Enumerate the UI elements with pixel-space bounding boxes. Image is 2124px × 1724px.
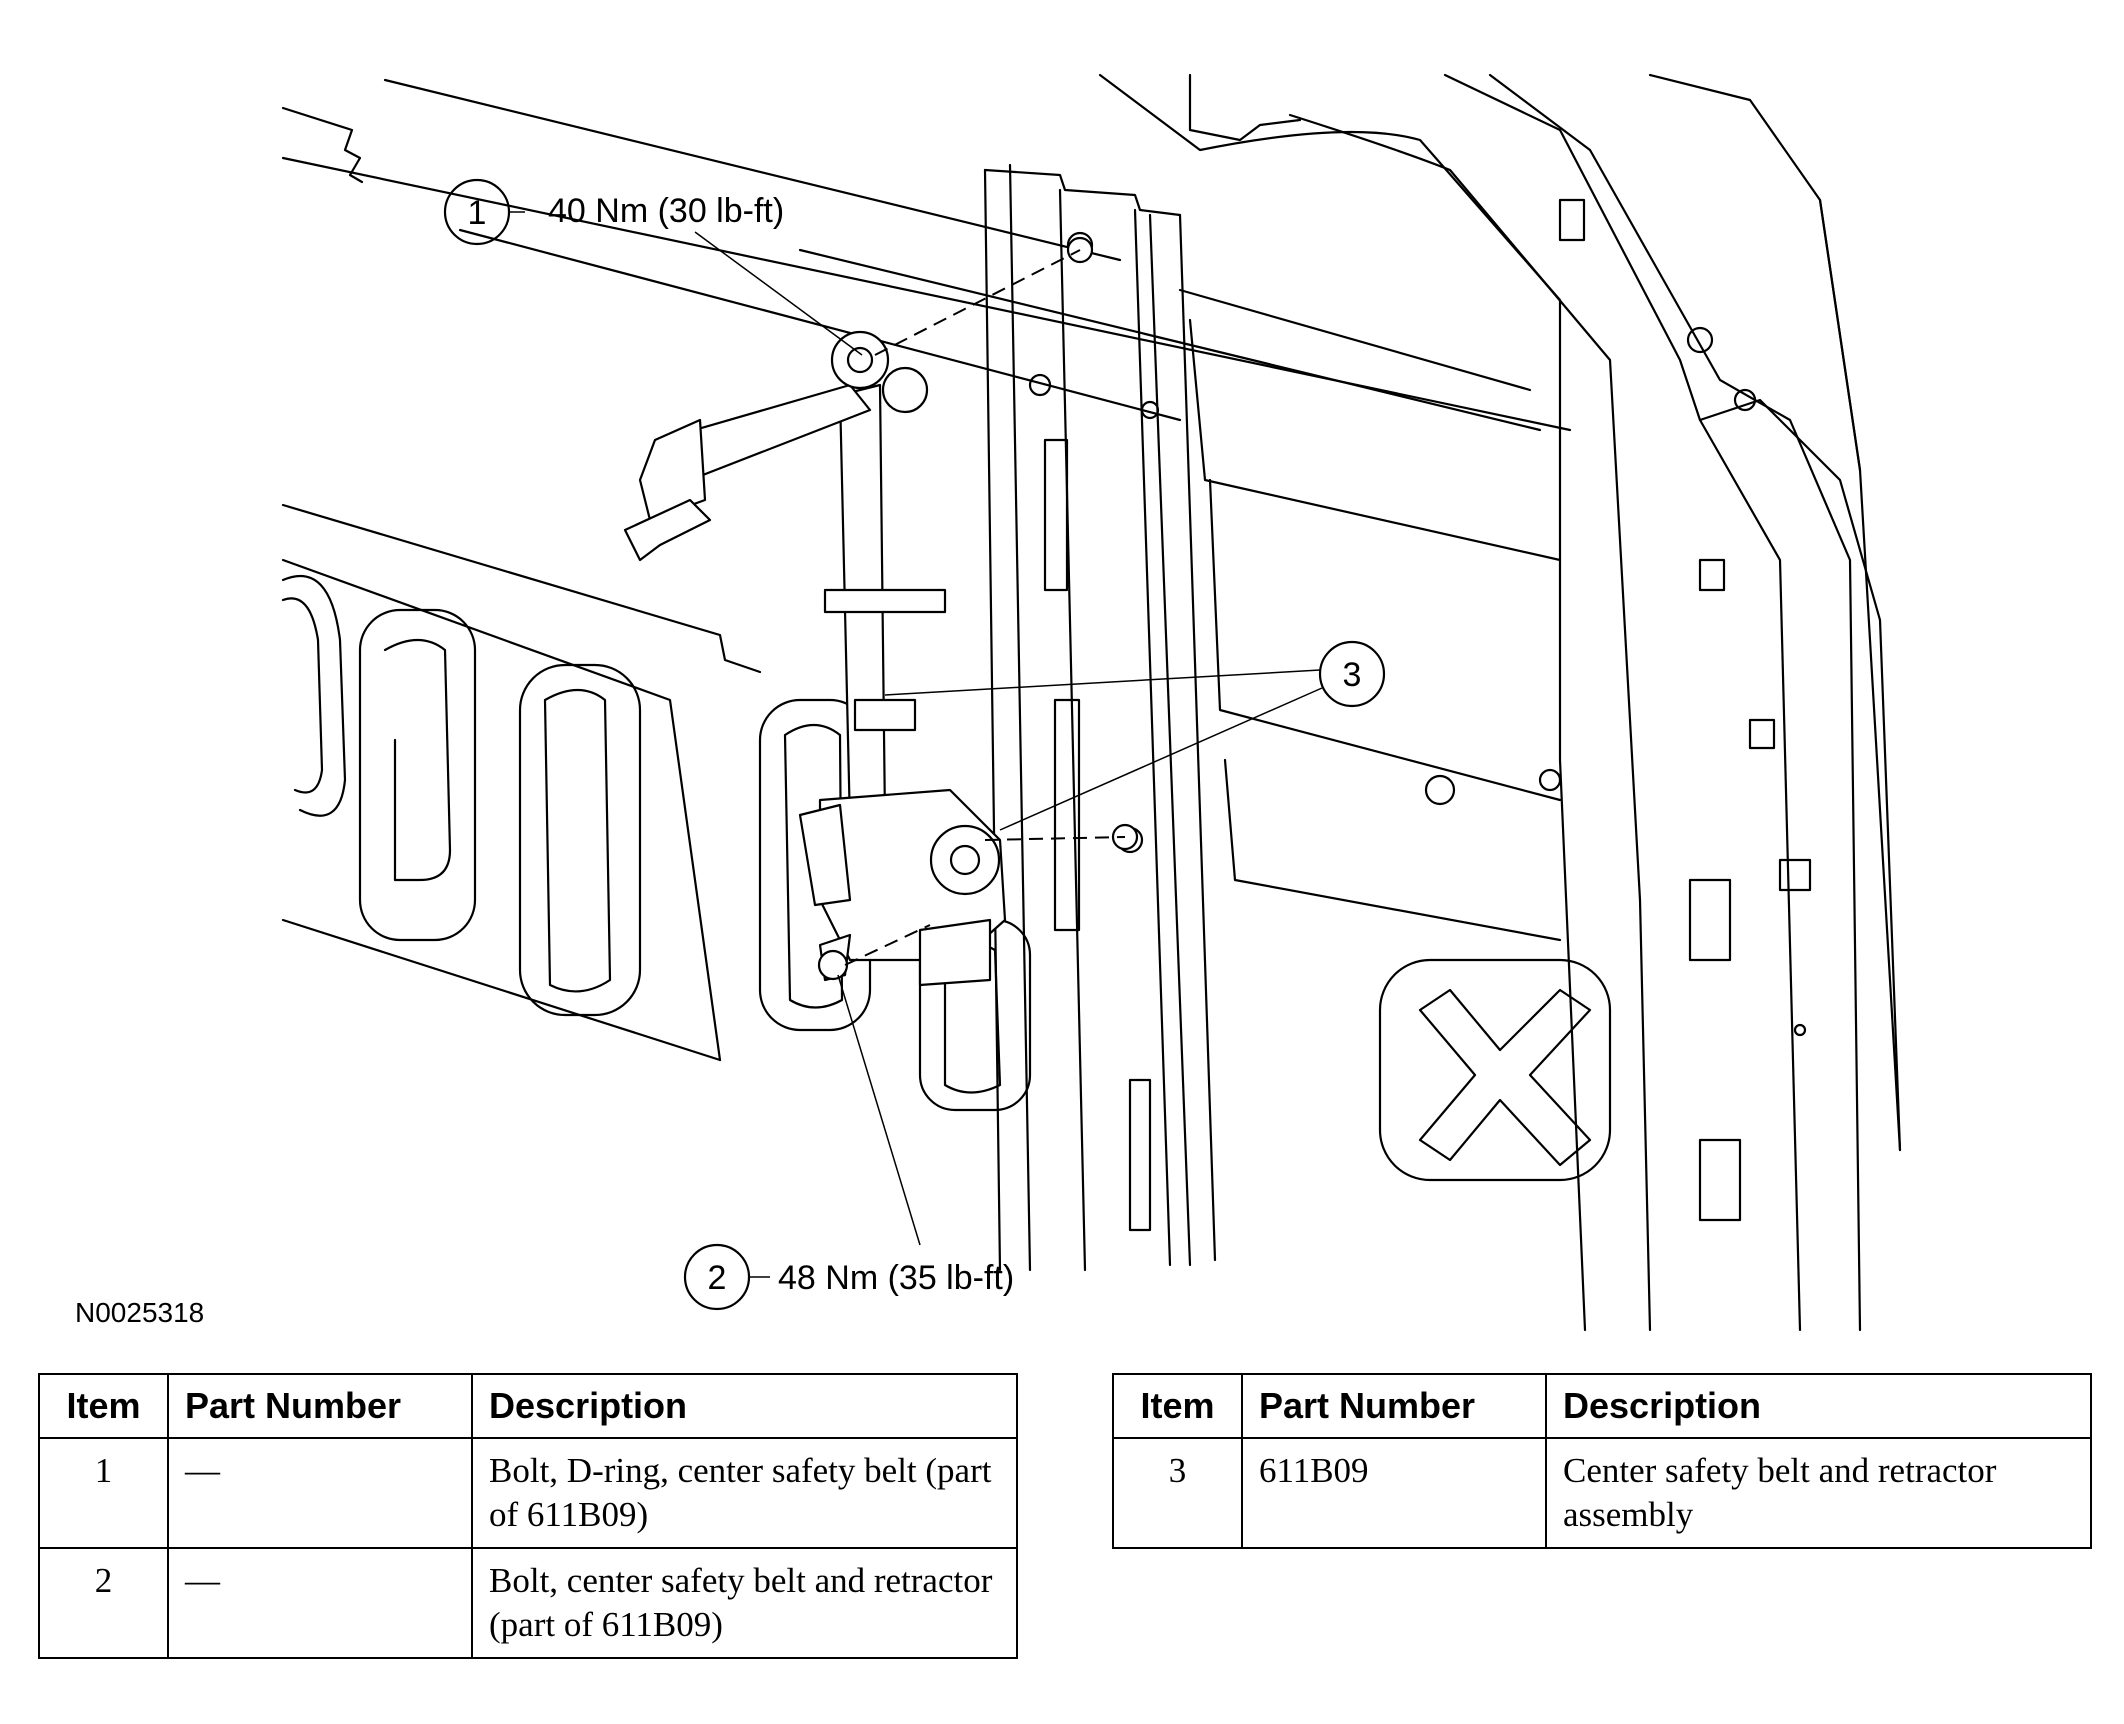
table-header-row: Item Part Number Description <box>1112 1373 2092 1439</box>
pillar-channel <box>983 163 1217 1272</box>
header-description: Description <box>1545 1373 2092 1439</box>
header-item: Item <box>38 1373 169 1439</box>
alignment-lines <box>844 249 1126 966</box>
callout-1-number: 1 <box>468 194 487 232</box>
parts-table-left: Item Part Number Description 1 — Bolt, D… <box>38 1373 1018 1659</box>
seat-belt-assembly <box>623 236 1139 987</box>
cell-description: Bolt, D-ring, center safety belt (part o… <box>471 1437 1018 1549</box>
cell-part-number: 611B09 <box>1241 1437 1547 1549</box>
callout-3: 3 <box>884 640 1386 831</box>
callout-1: 1 40 Nm (30 lb-ft) <box>443 178 863 356</box>
cell-item: 3 <box>1112 1437 1243 1549</box>
table-row: 3 611B09 Center safety belt and retracto… <box>1112 1437 2092 1549</box>
cab-back-panel <box>281 78 1572 942</box>
figure-id: N0025318 <box>75 1297 204 1328</box>
x-brace <box>1378 958 1612 1182</box>
cell-description: Bolt, center safety belt and retractor (… <box>471 1547 1018 1659</box>
callout-2-torque: 48 Nm (35 lb-ft) <box>778 1259 1014 1297</box>
door-frame <box>1098 73 1902 1332</box>
header-description: Description <box>471 1373 1018 1439</box>
seat-belt-installation-diagram: 1 40 Nm (30 lb-ft) 2 48 Nm (35 lb-ft) 3 … <box>75 73 1902 1332</box>
cell-description: Center safety belt and retractor assembl… <box>1545 1437 2092 1549</box>
parts-table-right: Item Part Number Description 3 611B09 Ce… <box>1112 1373 2092 1549</box>
cell-item: 2 <box>38 1547 169 1659</box>
cell-part-number: — <box>167 1547 473 1659</box>
callout-1-torque: 40 Nm (30 lb-ft) <box>548 192 784 230</box>
callout-2: 2 48 Nm (35 lb-ft) <box>683 974 1014 1311</box>
header-part-number: Part Number <box>167 1373 473 1439</box>
header-item: Item <box>1112 1373 1243 1439</box>
cell-part-number: — <box>167 1437 473 1549</box>
callout-3-number: 3 <box>1343 656 1362 694</box>
header-part-number: Part Number <box>1241 1373 1547 1439</box>
cell-item: 1 <box>38 1437 169 1549</box>
table-header-row: Item Part Number Description <box>38 1373 1018 1439</box>
table-row: 2 — Bolt, center safety belt and retract… <box>38 1547 1018 1659</box>
callout-2-number: 2 <box>708 1259 727 1297</box>
table-row: 1 — Bolt, D-ring, center safety belt (pa… <box>38 1437 1018 1549</box>
